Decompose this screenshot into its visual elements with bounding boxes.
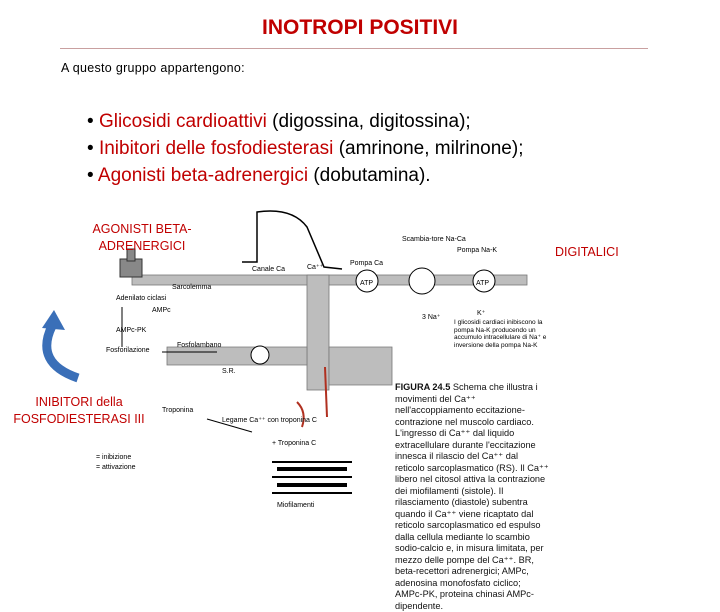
digitalis-note: I glicosidi cardiaci inibiscono la pompa… bbox=[454, 319, 547, 349]
legend-inibizione: = inibizione bbox=[96, 454, 131, 461]
intro-text: A questo gruppo appartengono: bbox=[61, 61, 245, 75]
label-ampc-pk: AMPc-PK bbox=[116, 327, 147, 334]
bullet-detail: (dobutamina). bbox=[313, 165, 431, 186]
label-line: AGONISTI BETA- bbox=[92, 222, 192, 236]
bullet-highlight: Glicosidi cardioattivi bbox=[98, 111, 267, 132]
sr-pump-circle bbox=[250, 345, 270, 365]
label-pompa-nak: Pompa Na-K bbox=[457, 247, 497, 254]
label-inibitori-pde: INIBITORI della FOSFODIESTERASI III bbox=[4, 394, 154, 428]
bullet-item: • Glicosidi cardioattivi (digossina, dig… bbox=[87, 108, 523, 135]
beta-receptor bbox=[119, 258, 143, 278]
bullet-mark: • bbox=[87, 138, 94, 159]
bullet-highlight: Agonisti beta-adrenergici bbox=[97, 165, 309, 186]
bullet-item: • Agonisti beta-adrenergici (dobutamina)… bbox=[87, 162, 523, 189]
label-fosfolambano: Fosfolambano bbox=[177, 342, 221, 349]
digitalis-note-text: I glicosidi cardiaci inibiscono la pompa… bbox=[454, 319, 547, 349]
label-miofilamenti: Miofilamenti bbox=[277, 502, 315, 509]
label-na3: 3 Na⁺ bbox=[422, 314, 441, 321]
t-tubule bbox=[306, 274, 330, 391]
myofilaments bbox=[272, 461, 352, 494]
label-sarcolemma: Sarcolemma bbox=[172, 284, 211, 291]
label-pompa-ca: Pompa Ca bbox=[350, 260, 383, 267]
ca-flow-arrow bbox=[324, 366, 328, 418]
label-digitalici: DIGITALICI bbox=[555, 245, 619, 259]
signal-arrow bbox=[206, 418, 253, 433]
label-line: ADRENERGICI bbox=[98, 239, 186, 253]
label-fosforilazione: Fosforilazione bbox=[106, 347, 150, 354]
calcium-diagram: Canale Ca Ca⁺⁺ Pompa Ca Scambia-tore Na-… bbox=[96, 210, 547, 509]
bullet-mark: • bbox=[87, 165, 94, 186]
receptor-stem bbox=[126, 248, 136, 262]
bullet-detail: (amrinone, milrinone); bbox=[338, 138, 524, 159]
bullet-mark: • bbox=[87, 111, 94, 132]
pump-ca-circle bbox=[355, 269, 379, 293]
label-ca: Ca⁺⁺ bbox=[307, 264, 324, 271]
label-troponina-c: + Troponina C bbox=[272, 440, 316, 447]
label-sr: S.R. bbox=[222, 368, 236, 375]
label-agonisti-beta: AGONISTI BETA- ADRENERGICI bbox=[82, 221, 202, 255]
bullet-highlight: Inibitori delle fosfodiesterasi bbox=[98, 138, 334, 159]
label-scambiatore: Scambia-tore Na-Ca bbox=[402, 236, 466, 243]
label-adenilato: Adenilato ciclasi bbox=[116, 295, 167, 302]
exchanger-circle bbox=[408, 267, 436, 295]
blue-curved-arrow bbox=[42, 310, 80, 383]
caption-text: Schema che illustra i movimenti del Ca⁺⁺… bbox=[395, 382, 549, 611]
label-legame: Legame Ca⁺⁺ con troponina C bbox=[222, 417, 317, 424]
label-atp-1: ATP bbox=[360, 280, 373, 287]
legend-attivazione: = attivazione bbox=[96, 464, 136, 471]
bullet-item: • Inibitori delle fosfodiesterasi (amrin… bbox=[87, 135, 523, 162]
pump-nak-circle bbox=[472, 269, 496, 293]
bullet-detail: (digossina, digitossina); bbox=[272, 111, 471, 132]
sarcoplasmic-reticulum bbox=[166, 346, 308, 366]
label-line: INIBITORI della bbox=[35, 395, 123, 409]
figure-caption: FIGURA 24.5 Schema che illustra i movime… bbox=[395, 382, 550, 612]
label-line: FOSFODIESTERASI III bbox=[13, 412, 145, 426]
label-ampc: AMPc bbox=[152, 307, 171, 314]
caption-label: FIGURA 24.5 bbox=[395, 382, 451, 392]
ca-flow-arrow bbox=[296, 401, 305, 428]
label-k: K⁺ bbox=[477, 310, 486, 317]
label-atp-2: ATP bbox=[476, 280, 489, 287]
action-potential-curve bbox=[242, 210, 343, 270]
label-canale-ca: Canale Ca bbox=[252, 266, 285, 273]
slide-title: INOTROPI POSITIVI bbox=[261, 16, 459, 39]
bullet-list: • Glicosidi cardioattivi (digossina, dig… bbox=[87, 108, 523, 189]
title-divider bbox=[60, 48, 648, 49]
label-troponina: Troponina bbox=[162, 407, 193, 414]
sr-cisterna bbox=[328, 346, 393, 386]
sarcolemma-membrane bbox=[131, 274, 528, 286]
